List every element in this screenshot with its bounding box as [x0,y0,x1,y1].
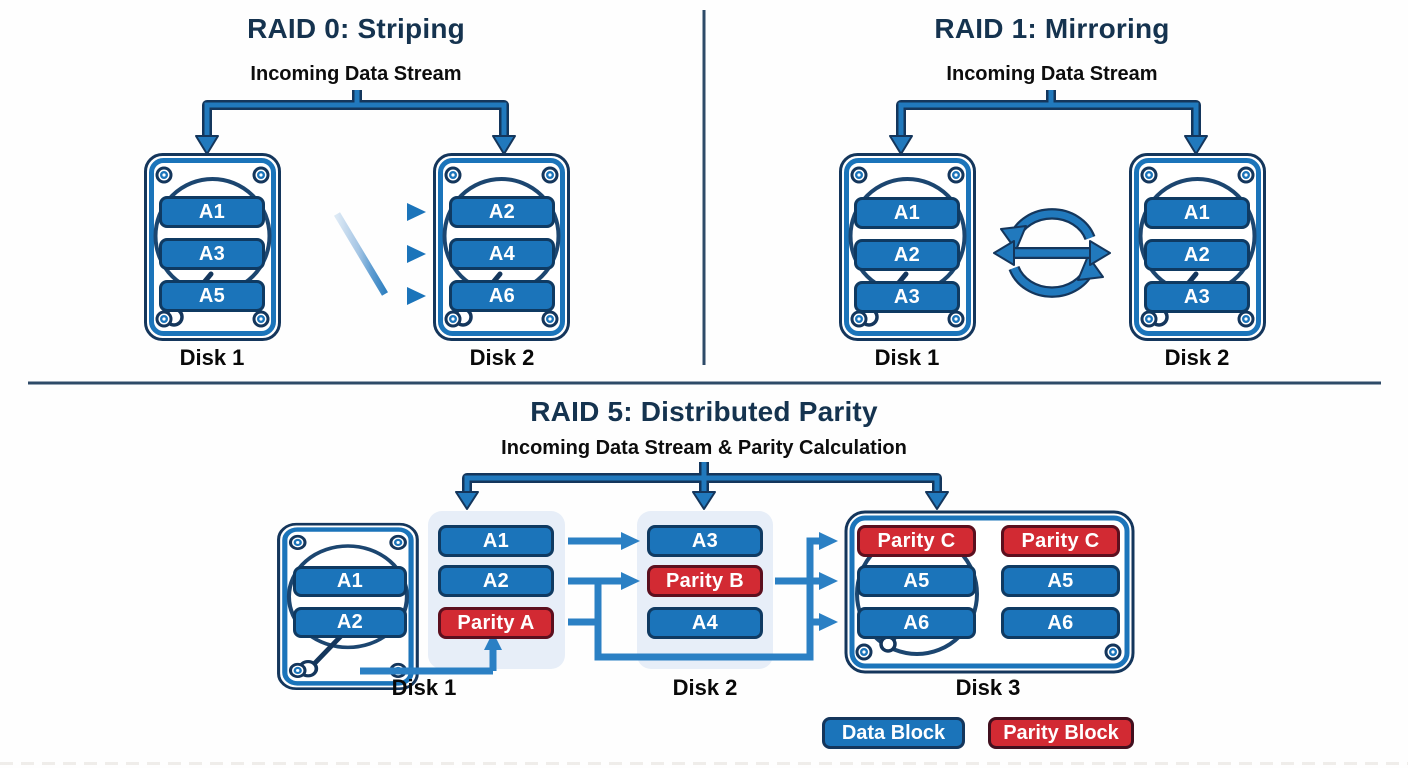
raid0-disk1-block-a5: A5 [159,280,265,312]
raid0-disk2-label: Disk 2 [469,345,535,370]
sync-mirror-icon [993,208,1111,298]
raid5-disk3-col1-block-3: A6 [857,607,976,639]
raid5-disk3-col1-block-1: Parity C [857,525,976,557]
legend-parity-block: Parity Block [988,717,1134,749]
raid0-stream-arrows [288,203,426,305]
raid1-title: RAID 1: Mirroring [934,13,1170,44]
raid5-subtitle: Incoming Data Stream & Parity Calculatio… [501,437,907,459]
raid5-disk3-col2-block-3: A6 [1001,607,1120,639]
raid1-disk1-label: Disk 1 [874,345,940,370]
raid5-disk1-block-3: Parity A [438,607,554,639]
raid0-split-arrow [195,90,516,155]
raid1-disk2-label: Disk 2 [1164,345,1230,370]
raid0-disk1-block-a3: A3 [159,238,265,270]
raid0-subtitle: Incoming Data Stream [250,63,462,85]
bottom-edge-texture [0,762,1408,765]
raid0-disk2-block-a4: A4 [449,238,555,270]
raid1-disk2-block-a3: A3 [1144,281,1250,313]
raid1-disk1-block-a2: A2 [854,239,960,271]
raid5-connector-arrows [360,532,838,675]
raid0-disk2-block-a6: A6 [449,280,555,312]
raid1-subtitle: Incoming Data Stream [946,63,1158,85]
raid5-split-arrow [455,462,949,510]
raid1-disk2-block-a2: A2 [1144,239,1250,271]
raid1-disk1-block-a1: A1 [854,197,960,229]
raid1-disk1-block-a3: A3 [854,281,960,313]
raid5-disk1-block-2: A2 [438,565,554,597]
raid5-disk1-block-1: A1 [438,525,554,557]
raid5-disk1-icon-block-a2: A2 [293,607,407,638]
raid5-disk2-block-3: A4 [647,607,763,639]
raid0-disk2-block-a2: A2 [449,196,555,228]
raid0-disk1-label: Disk 1 [179,345,245,370]
raid0-disk1-block-a1: A1 [159,196,265,228]
raid5-disk2-block-1: A3 [647,525,763,557]
raid5-disk1-icon-block-a1: A1 [293,566,407,597]
raid5-disk3-col2-block-2: A5 [1001,565,1120,597]
legend-data-block: Data Block [822,717,965,749]
raid5-disk3-col2-block-1: Parity C [1001,525,1120,557]
raid5-disk3-col1-block-2: A5 [857,565,976,597]
raid5-title: RAID 5: Distributed Parity [530,396,878,427]
raid1-disk2-block-a1: A1 [1144,197,1250,229]
section-divider-lines [28,10,1381,385]
raid5-disk2-label: Disk 2 [672,675,738,700]
raid5-disk2-block-2: Parity B [647,565,763,597]
raid0-title: RAID 0: Striping [247,13,465,44]
raid1-split-arrow [889,90,1208,155]
raid5-disk3-label: Disk 3 [955,675,1021,700]
raid5-disk1-label: Disk 1 [391,675,457,700]
